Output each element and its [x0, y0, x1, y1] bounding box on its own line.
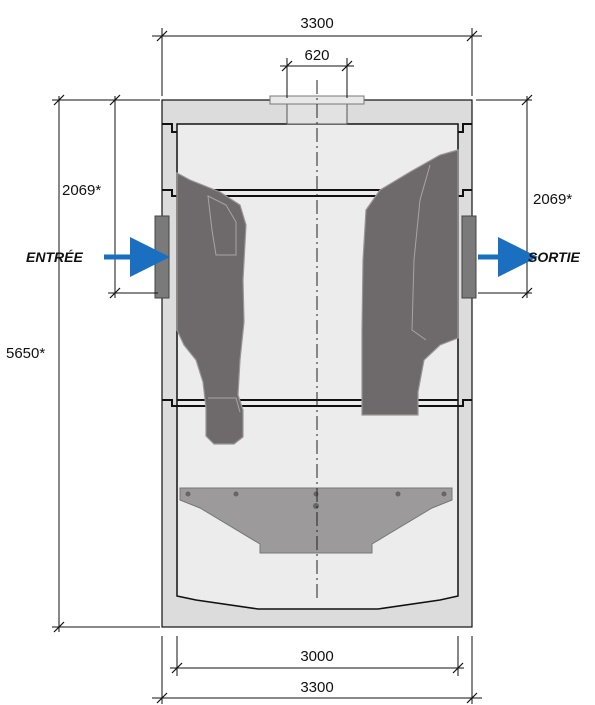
dim-top-width-label: 3300	[300, 15, 333, 32]
dim-inner-width	[170, 636, 464, 676]
dim-outlet-height	[476, 94, 533, 299]
dim-inlet-height-label: 2069*	[62, 182, 101, 199]
dim-inlet-height	[108, 94, 158, 299]
dim-bottom-width-label: 3300	[300, 679, 333, 696]
inlet-baffle-detail	[207, 195, 237, 256]
settling-hopper	[179, 487, 453, 554]
inlet-pipe-sleeve	[154, 215, 170, 299]
outlet-label: SORTIE	[528, 249, 581, 265]
dim-outlet-height-label: 2069*	[533, 191, 572, 208]
outlet-baffle	[361, 149, 459, 416]
inlet-label: ENTRÉE	[26, 249, 83, 265]
dim-top-width	[152, 28, 482, 96]
outlet-baffle-detail	[411, 164, 431, 341]
dim-inner-width-label: 3000	[300, 648, 333, 665]
dim-bottom-width	[152, 636, 482, 704]
dim-total-height	[52, 94, 160, 633]
dim-total-height-label: 5650*	[6, 345, 45, 362]
inlet-baffle	[176, 171, 247, 445]
dim-outlet-width-label: 620	[304, 47, 329, 64]
inlet-baffle-detail-2	[208, 397, 241, 413]
outlet-pipe-sleeve	[461, 215, 477, 299]
dim-outlet-width	[280, 58, 354, 98]
